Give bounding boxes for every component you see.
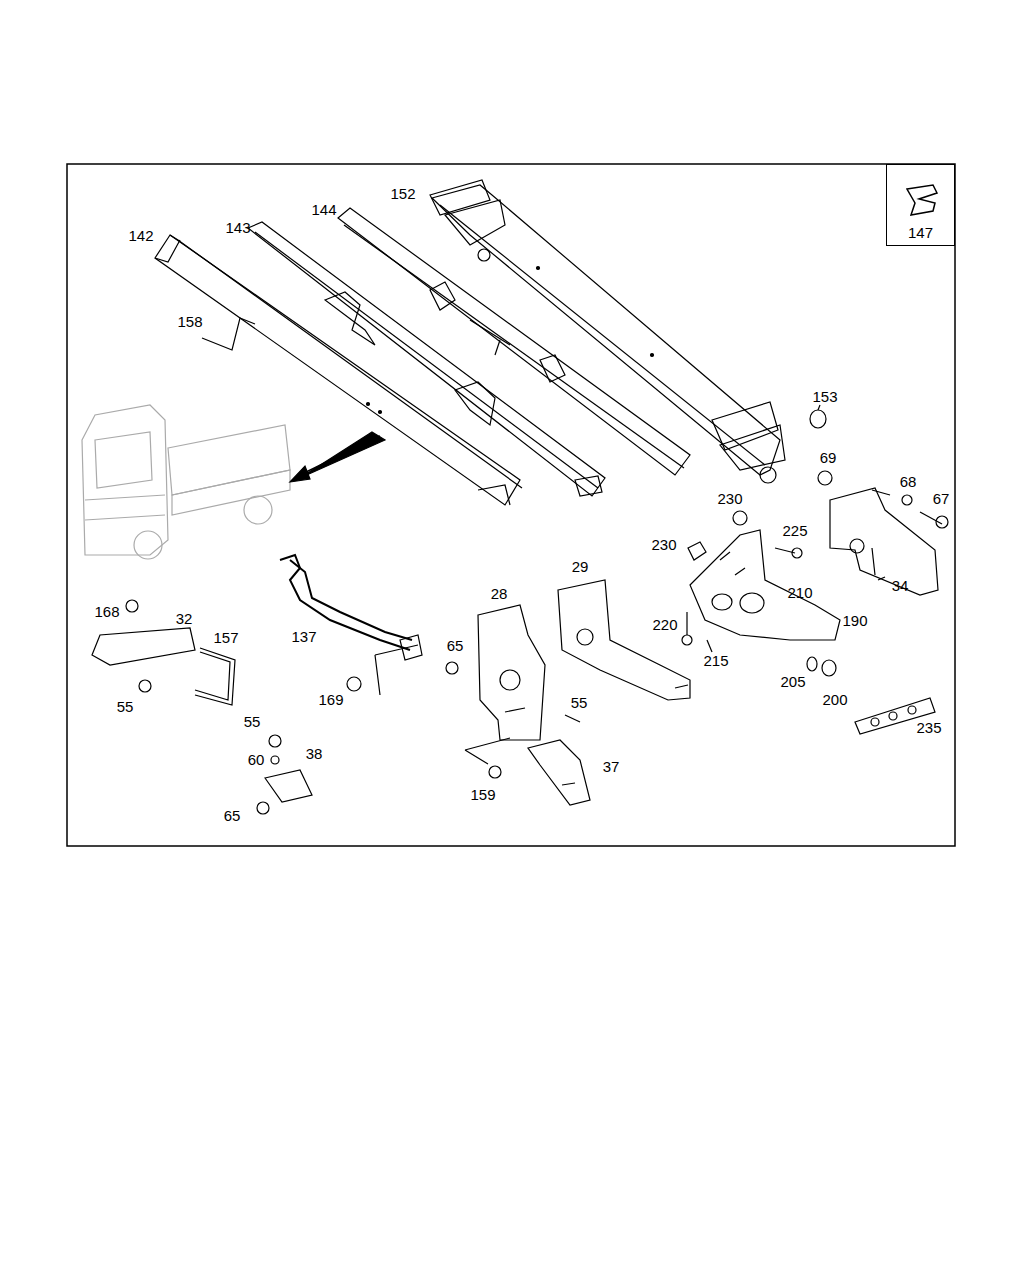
callout-number: 55	[116, 698, 135, 715]
callout-number: 142	[127, 227, 154, 244]
callout-number: 220	[651, 616, 678, 633]
callout-number: 55	[570, 694, 589, 711]
callout-number: 38	[305, 745, 324, 762]
callout-number: 144	[310, 201, 337, 218]
callout-number: 230	[716, 490, 743, 507]
callout-number: 34	[891, 577, 910, 594]
callout-number: 157	[212, 629, 239, 646]
callout-number: 225	[781, 522, 808, 539]
callout-number: 137	[290, 628, 317, 645]
callout-number: 143	[224, 219, 251, 236]
callout-number: 65	[223, 807, 242, 824]
callout-number: 68	[899, 473, 918, 490]
clip-icon	[893, 173, 953, 218]
callout-number: 205	[779, 673, 806, 690]
callout-number: 28	[490, 585, 509, 602]
callout-number: 169	[317, 691, 344, 708]
callout-number: 37	[602, 758, 621, 775]
callout-number: 32	[175, 610, 194, 627]
callout-number: 65	[446, 637, 465, 654]
callout-number: 147	[887, 224, 954, 241]
symbol-box: 147	[886, 164, 955, 246]
callout-number: 210	[786, 584, 813, 601]
callout-number: 200	[821, 691, 848, 708]
callout-number: 55	[243, 713, 262, 730]
callout-number: 168	[93, 603, 120, 620]
callout-number: 159	[469, 786, 496, 803]
callout-number: 230	[650, 536, 677, 553]
callout-number: 190	[841, 612, 868, 629]
callout-number: 215	[702, 652, 729, 669]
callout-number: 67	[932, 490, 951, 507]
callout-number: 60	[247, 751, 266, 768]
callout-number: 69	[819, 449, 838, 466]
callout-number: 158	[176, 313, 203, 330]
callout-number: 29	[571, 558, 590, 575]
callout-number: 152	[389, 185, 416, 202]
callout-number: 235	[915, 719, 942, 736]
callout-number: 153	[811, 388, 838, 405]
